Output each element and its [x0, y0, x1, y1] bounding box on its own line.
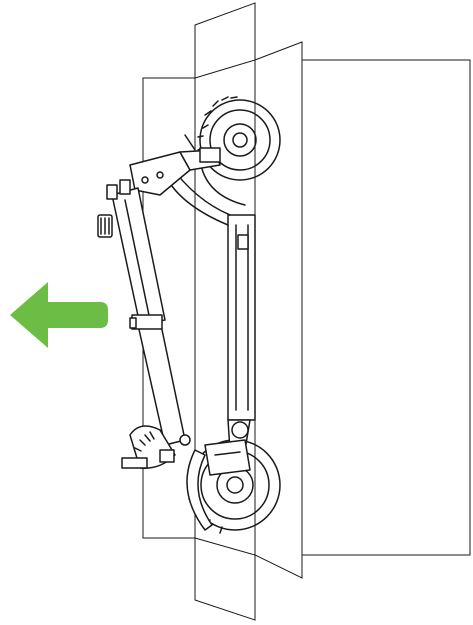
box-panels-icon — [254, 41, 471, 579]
left-panel-front — [194, 2, 256, 621]
deck — [227, 214, 256, 421]
bottom-fork — [204, 419, 251, 476]
folded-electric-scooter-icon — [97, 96, 281, 534]
bottom-fender — [186, 449, 213, 531]
top-hinge — [129, 134, 221, 196]
handle-tabs — [106, 179, 131, 200]
bottom-handlebar — [121, 425, 191, 469]
stem-clamp-knob — [129, 317, 137, 329]
stem-knob — [97, 214, 113, 238]
left-arrow-icon — [10, 282, 108, 348]
right-panel — [301, 59, 471, 556]
